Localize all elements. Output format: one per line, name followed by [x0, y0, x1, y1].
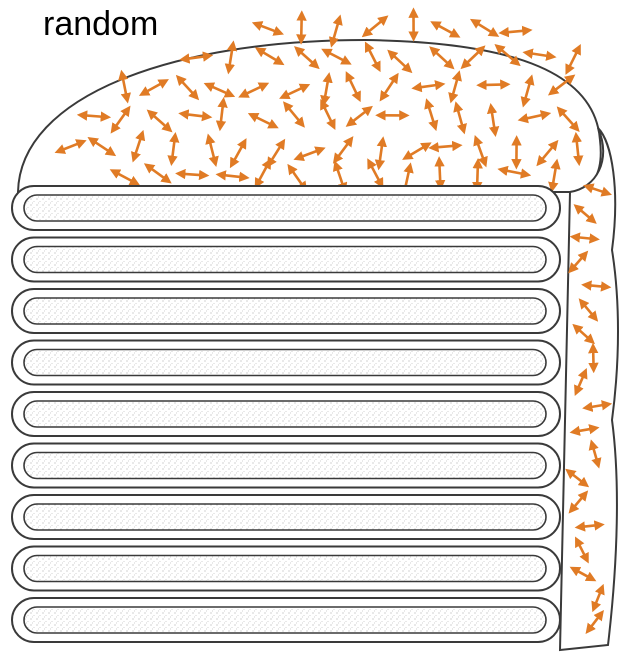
orientation-arrow: [333, 20, 340, 43]
orientation-arrow: [593, 348, 594, 368]
orientation-arrow: [474, 22, 494, 35]
membrane-disc: [12, 186, 560, 230]
orientation-arrow: [435, 24, 456, 35]
membrane-disc: [12, 289, 560, 333]
orientation-arrow: [180, 174, 204, 176]
stack-side-edge: [560, 128, 618, 650]
membrane-disc: [12, 392, 560, 436]
membrane-disc: [12, 547, 560, 591]
orientation-arrow: [439, 161, 440, 185]
orientation-arrow: [504, 30, 528, 32]
orientation-arrow: [568, 49, 579, 70]
membrane-disc: [12, 598, 560, 642]
orientation-arrow: [528, 53, 552, 57]
orientation-arrow: [366, 19, 385, 34]
orientation-arrow: [82, 115, 106, 117]
orientation-arrow: [481, 84, 505, 85]
membrane-disc: [12, 444, 560, 488]
membrane-discs: [12, 186, 560, 642]
orientation-arrow: [586, 285, 606, 287]
membrane-disc: [12, 238, 560, 282]
orientation-arrow: [257, 24, 279, 33]
orientation-arrow: [477, 163, 478, 187]
membrane-disc: [12, 495, 560, 539]
membrane-disc: [12, 341, 560, 385]
orientation-arrow: [301, 16, 302, 40]
